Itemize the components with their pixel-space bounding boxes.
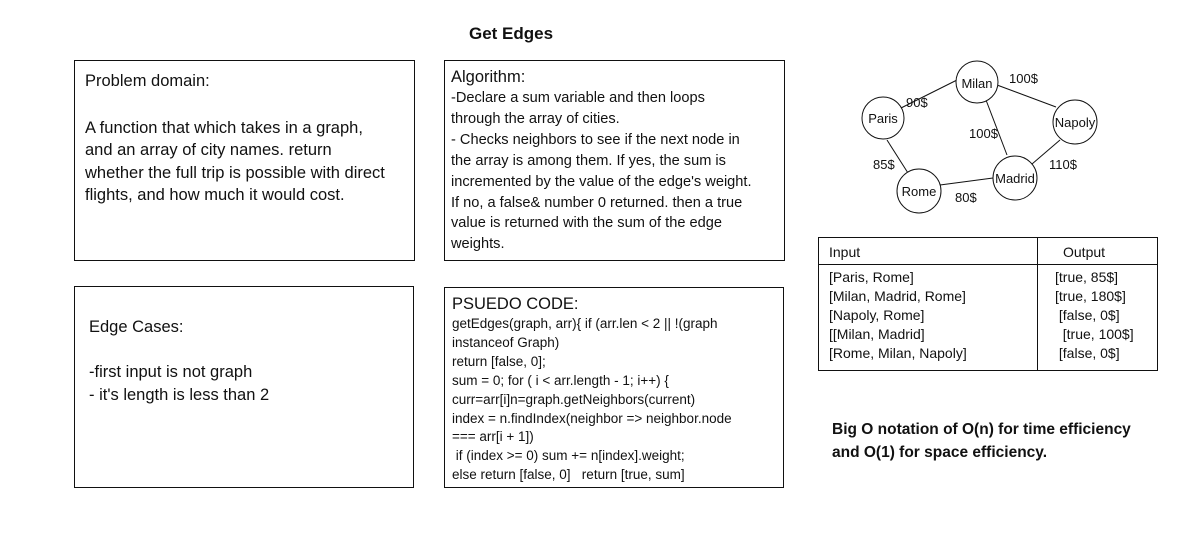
problem-line: whether the full trip is possible with d… (85, 163, 385, 182)
pseudo-code-line: === arr[i + 1]) (452, 429, 534, 445)
table-cell-input: [[Milan, Madrid] (829, 326, 925, 342)
node-label-madrid: Madrid (995, 171, 1035, 186)
node-rome (896, 168, 942, 214)
pseudo-code-line: instanceof Graph) (452, 334, 560, 350)
table-header-output: Output (1063, 244, 1106, 260)
node-label-paris: Paris (868, 111, 898, 126)
pseudo-code-box: PSUEDO CODE: getEdges(graph, arr){ if (a… (444, 287, 784, 488)
table-cell-output: [true, 100$] (1055, 326, 1134, 342)
node-label-milan: Milan (961, 76, 992, 91)
algorithm-line: through the array of cities. (451, 110, 620, 127)
edge-paris-milan (900, 79, 958, 109)
table-cell-input: [Paris, Rome] (829, 269, 914, 285)
table-cell-input: [Milan, Madrid, Rome] (829, 288, 966, 304)
node-label-rome: Rome (902, 184, 937, 199)
algorithm-line: the array is among them. If yes, the sum… (451, 152, 726, 169)
algorithm-box: Algorithm: -Declare a sum variable and t… (444, 60, 785, 261)
edge-weight-milan-madrid: 100$ (969, 126, 999, 141)
table-header (819, 238, 1157, 265)
table-cell-output: [false, 0$] (1055, 307, 1120, 323)
pseudo-code-heading: PSUEDO CODE: (452, 295, 579, 313)
edge-cases-heading: Edge Cases: (89, 318, 184, 336)
node-milan (955, 60, 999, 104)
table-divider (1037, 238, 1038, 370)
algorithm-line: incremented by the value of the edge's w… (451, 173, 752, 190)
table-cell-input: [Rome, Milan, Napoly] (829, 345, 967, 361)
big-o-line: and O(1) for space efficiency. (832, 444, 1048, 461)
pseudo-code-line: sum = 0; for ( i < arr.length - 1; i++) … (452, 372, 669, 388)
edge-cases-body: -first input is not graph - it's length … (89, 361, 399, 407)
pseudo-code-line: getEdges(graph, arr){ if (arr.len < 2 ||… (452, 316, 718, 331)
edge-case-line: - it's length is less than 2 (89, 386, 270, 404)
algorithm-line: weights. (451, 236, 505, 253)
input-output-table: Input Output [Paris, Rome] [Milan, Madri… (818, 237, 1158, 371)
pseudo-code-line: return [false, 0]; (452, 353, 546, 369)
edge-cases-box: Edge Cases: -first input is not graph - … (74, 286, 414, 488)
table-cell-input: [Napoly, Rome] (829, 307, 925, 323)
output-column: [true, 85$] [true, 180$] [false, 0$] [tr… (1055, 268, 1134, 363)
city-graph: Paris Milan Napoly Madrid Rome 90$ 100$ … (861, 60, 1098, 214)
page-title: Get Edges (469, 24, 554, 43)
problem-line: and an array of city names. return (85, 141, 332, 159)
edge-case-line: -first input is not graph (89, 363, 253, 381)
problem-line: flights, and how much it would cost. (85, 186, 345, 204)
edge-weight-paris-milan: 90$ (906, 95, 928, 110)
input-column: [Paris, Rome] [Milan, Madrid, Rome] [Nap… (829, 268, 967, 363)
node-label-napoly: Napoly (1055, 115, 1096, 130)
problem-domain-box: Problem domain: A function that which ta… (74, 60, 415, 261)
edge-milan-madrid (985, 99, 1008, 156)
problem-line: A function that which takes in a graph, (85, 118, 363, 137)
node-madrid (992, 155, 1038, 201)
algorithm-line: If no, a false& number 0 returned. then … (451, 194, 743, 211)
edge-weight-napoly-madrid: 110$ (1049, 157, 1078, 172)
table-header-input: Input (829, 244, 861, 260)
big-o-note: Big O notation of O(n) for time efficien… (832, 418, 1172, 464)
algorithm-heading: Algorithm: (451, 68, 526, 86)
big-o-line: Big O notation of O(n) for time efficien… (832, 421, 1131, 438)
algorithm-line: - Checks neighbors to see if the next no… (451, 131, 740, 148)
algorithm-line: value is returned with the sum of the ed… (451, 215, 722, 232)
node-paris (861, 96, 905, 140)
problem-domain-body: A function that which takes in a graph, … (85, 117, 404, 207)
table-cell-output: [true, 180$] (1055, 288, 1126, 304)
edge-rome-madrid (939, 177, 994, 186)
node-napoly (1052, 99, 1098, 145)
edge-milan-napoly (996, 84, 1057, 108)
edge-weight-rome-madrid: 80$ (955, 190, 977, 205)
edge-paris-rome (886, 139, 909, 174)
edge-napoly-madrid (1031, 139, 1061, 165)
edge-weight-paris-rome: 85$ (873, 157, 895, 172)
edge-weight-milan-napoly: 100$ (1009, 71, 1039, 86)
pseudo-code-line: curr=arr[i]n=graph.getNeighbors(current) (452, 391, 696, 407)
pseudo-code-line: if (index >= 0) sum += n[index].weight; (452, 448, 685, 464)
table-cell-output: [true, 85$] (1055, 269, 1119, 285)
problem-domain-heading: Problem domain: (85, 72, 210, 90)
pseudo-code-line: else return [false, 0] return [true, sum… (452, 467, 685, 483)
algorithm-line: -Declare a sum variable and then loops (451, 90, 705, 106)
table-cell-output: [false, 0$] (1055, 345, 1120, 361)
pseudo-code-line: index = n.findIndex(neighbor => neighbor… (452, 410, 732, 426)
